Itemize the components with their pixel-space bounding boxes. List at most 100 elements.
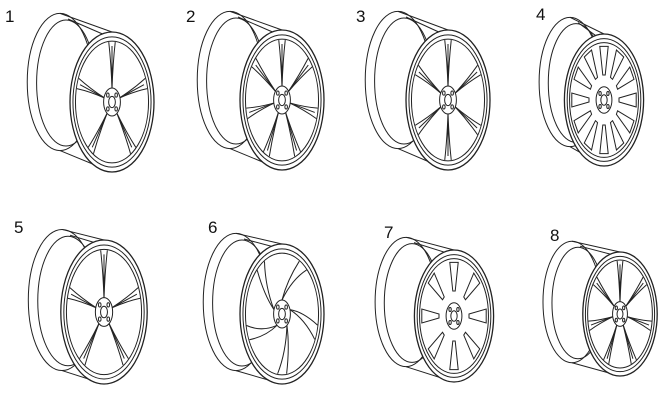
spoke-edge [246,102,275,109]
center-bore [600,94,608,106]
spoke-window [571,92,590,108]
hub-plate [273,85,291,115]
lug-nut-hole [448,306,452,312]
lug-nut-hole [448,320,452,326]
spoke-edge [246,324,278,330]
wheel-item: 8 [504,206,672,413]
wheel-item: 5 [0,206,168,413]
spoke-split-line [83,329,97,359]
spoke-edge [454,105,478,135]
spoke-edge [622,323,632,365]
spoke-edge [418,65,442,95]
spoke-edge [249,324,278,341]
spoke-window [449,340,459,371]
spoke-split-line [111,329,125,359]
spoke-window [468,308,487,324]
barrel-ridge-line [405,16,443,34]
lug-nut-hole [598,104,602,110]
lug-nut-hole [606,90,610,96]
rim-flange [244,252,320,376]
rim-flange [419,258,489,374]
spoke-edge [87,111,109,148]
spoke-split-line [79,84,101,96]
hub-plate [103,87,121,117]
lug-nut-hole [614,305,618,311]
hub-plate [612,301,628,327]
spoke-edge [588,316,614,322]
hub-plate [94,297,114,327]
hub-plate [273,299,291,329]
spoke-edge [103,250,108,300]
wheel-number-label: 3 [356,7,366,26]
lug-nut-hole [284,90,288,96]
spoke-edge [596,276,616,308]
spoke-split-line [418,110,438,129]
spoke-split-line [606,330,616,359]
spoke-window [421,308,440,324]
spoke-edge [281,39,286,88]
barrel-top-line [229,10,283,31]
wheel-item: 6 [168,206,336,413]
wheel-number-label: 5 [14,218,24,237]
rim-flange [74,40,150,164]
lug-nut-hole [276,104,280,110]
barrel-ridge-line [67,18,107,36]
spoke-split-line [596,282,612,303]
spoke-edge [444,112,449,161]
lug-nut-hole [622,317,626,323]
lug-nut-hole [114,106,118,112]
spoke-window [599,45,609,76]
spoke-split-line [70,293,92,306]
spoke-edge [256,270,275,310]
lug-nut-hole [598,90,602,96]
spoke-split-line [286,118,298,151]
spoke-edge [118,88,148,99]
lug-nut-hole [276,304,280,310]
lug-nut-hole [456,320,460,326]
spoke-edge [263,111,280,152]
center-bore [616,308,624,320]
barrel-ridge-line [413,242,449,254]
lug-nut-hole [106,106,110,112]
spoke-split-line [418,71,438,90]
lug-nut-hole [97,316,102,322]
spoke-split-line [249,104,270,113]
spoke-split-line [624,330,634,359]
spoke-split-line [458,71,478,90]
spoke-split-line [118,118,133,148]
center-bore [278,93,286,107]
spoke-window [609,119,625,151]
wheel-number-label: 7 [384,223,394,242]
spoke-window [449,261,459,292]
barrel-top-line [235,232,283,245]
rim-inner-edge [242,248,322,380]
alloy-wheel-drawing [26,12,155,173]
rim-inner-edge [408,34,488,166]
spoke-split-line [266,118,278,151]
wheel-number-label: 8 [550,226,560,245]
alloy-wheel-drawing [27,228,148,385]
spoke-window [463,271,481,301]
spoke-edge [414,105,442,126]
spoke-window [573,110,593,134]
rim-inner-edge [566,38,642,162]
spoke-edge [255,58,277,93]
spoke-edge [277,325,288,374]
center-bore [450,310,458,322]
alloy-wheel-drawing [364,10,491,171]
spoke-window [599,124,609,155]
lug-nut-hole [450,90,454,96]
center-bore [100,305,108,319]
spoke-edge [281,269,307,301]
lug-nut-hole [284,304,288,310]
spoke-edge [447,39,452,88]
rim-inner-edge [72,36,152,168]
spoke-edge [454,74,482,95]
barrel-top-line [397,10,449,31]
rim-inner-edge [242,34,322,166]
spoke-edge [115,112,131,154]
spoke-split-line [255,64,273,88]
spoke-edge [626,316,651,331]
wheel-item: 7 [336,206,504,413]
